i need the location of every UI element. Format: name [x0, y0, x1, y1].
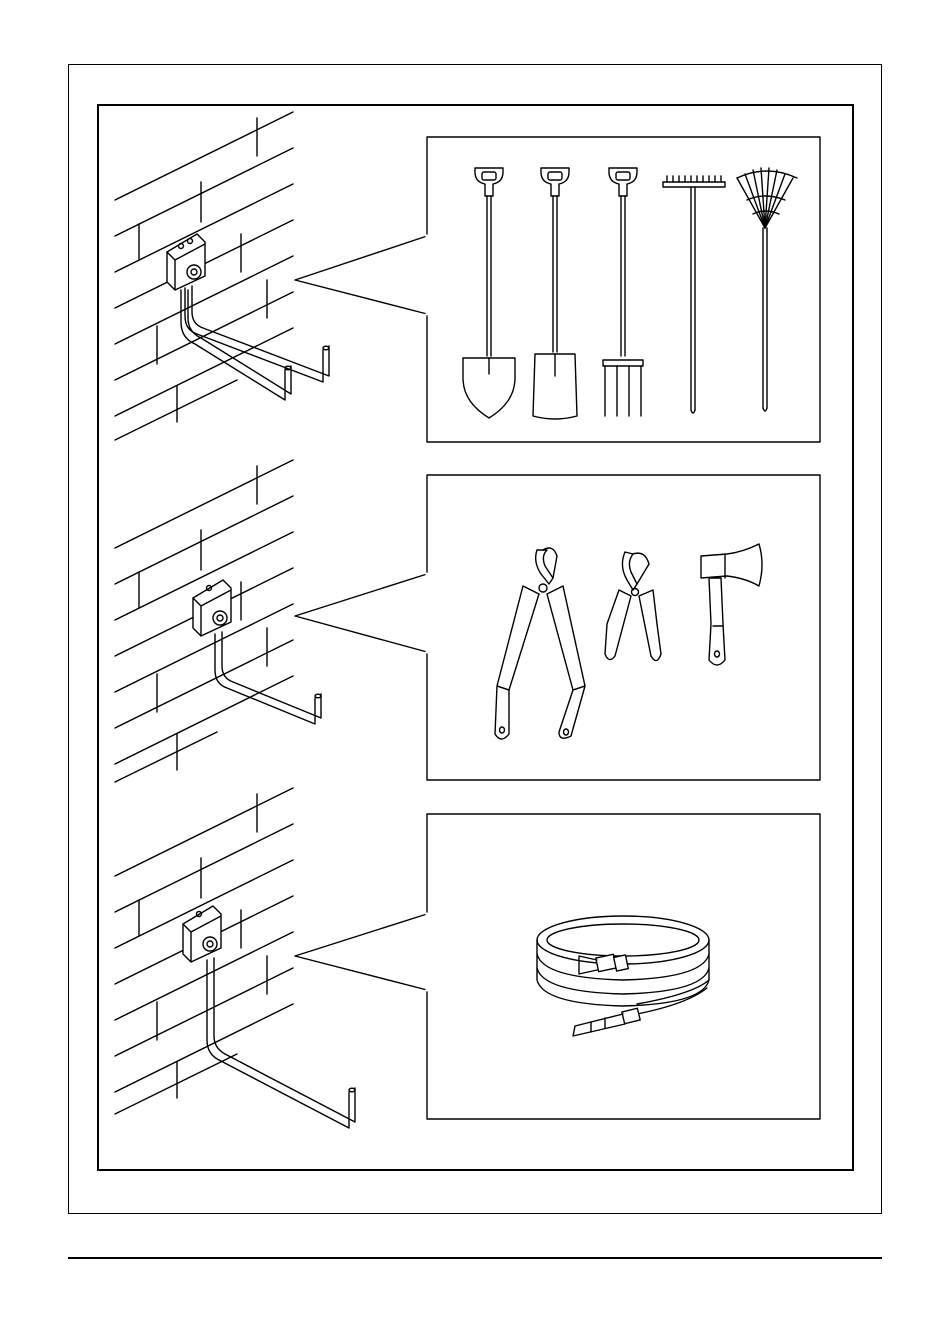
loppers-icon: [495, 548, 585, 739]
panel-hand-tools: [115, 460, 820, 782]
leaf-rake-icon: [737, 168, 797, 411]
rake-icon: [663, 176, 725, 413]
digging-fork-icon: [603, 168, 643, 416]
tools-panel-1: [427, 137, 820, 442]
garden-hose-icon: [537, 916, 709, 1036]
panel-long-handled-tools: [115, 112, 820, 442]
tools-panel-2: [427, 475, 820, 780]
square-spade-icon: [533, 168, 577, 419]
panel-hose: [115, 788, 820, 1128]
single-short-hook-icon: [193, 580, 321, 724]
hatchet-icon: [701, 544, 762, 665]
single-long-hook-icon: [183, 906, 355, 1128]
footer-rule: [68, 1257, 882, 1259]
double-arm-hook-icon: [167, 234, 329, 400]
pruning-shears-icon: [605, 552, 661, 661]
wall-hook-illustration: [97, 104, 854, 1171]
spade-icon: [463, 168, 515, 418]
